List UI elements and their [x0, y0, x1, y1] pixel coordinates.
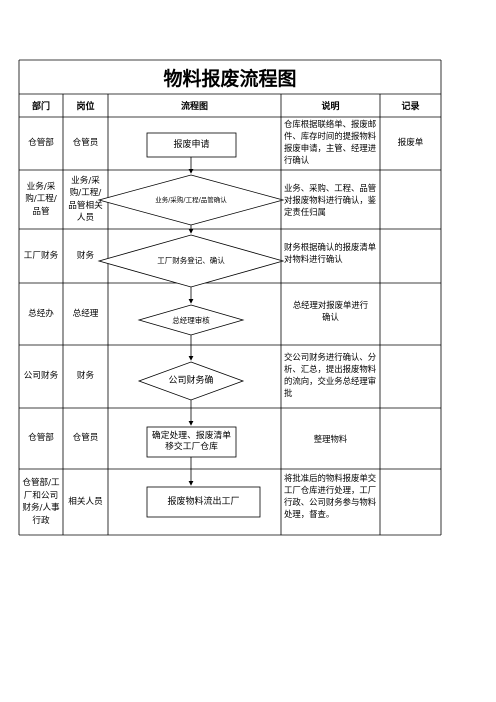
header-post: 岗位: [76, 102, 95, 112]
row-5-dept: 公司财务: [23, 371, 59, 382]
row-1-desc: 仓库根据联络单、报废邮件、库存时间的提报物料报废申请，主管、经理进行确认: [284, 119, 377, 165]
row-6-dept: 仓管部: [28, 433, 54, 444]
flow-step-3-label: 工厂财务登记、确认: [157, 256, 225, 265]
flow-step-5-label: 公司财务确: [168, 375, 214, 386]
row-7-post: 相关人员: [68, 496, 103, 507]
row-2-dept: 业务/采购/工程/品管: [25, 181, 57, 217]
flow-step-4-label: 总经理审核: [172, 315, 210, 325]
flow-step-1-label: 报废申请: [173, 139, 210, 150]
flow-step-6-box: [146, 426, 237, 458]
flow-step-7-box: [146, 486, 261, 518]
page-title: 物料报废流程图: [163, 67, 297, 90]
flow-step-6-label: 确定处理、报废清单移交工厂仓库: [151, 431, 232, 452]
row-4-post: 总经理: [72, 308, 99, 319]
row-3-desc: 财务根据确认的报废清单对物料进行确认: [284, 242, 377, 264]
row-7-desc: 将批准后的物料报废单交工厂仓库进行处理，工厂行政、公司财务参与物料处理，督查。: [284, 473, 377, 519]
row-4-dept: 总经办: [28, 308, 54, 319]
row-4-desc: 总经理对报废单进行确认: [292, 300, 369, 322]
flow-step-2-label: 业务/采购/工程/品管确认: [155, 195, 227, 204]
row-6-post: 仓管员: [72, 433, 99, 444]
row-3-post: 财务: [76, 250, 95, 261]
row-2-post: 业务/采购/工程/品管相关人员: [68, 175, 103, 224]
row-1-post: 仓管员: [72, 138, 99, 149]
header-flow: 流程图: [180, 102, 208, 112]
header-dept: 部门: [31, 102, 50, 112]
row-1-dept: 仓管部: [28, 138, 54, 149]
row-3-dept: 工厂财务: [23, 250, 59, 261]
row-5-post: 财务: [76, 371, 95, 382]
header-record: 记录: [401, 102, 420, 112]
row-7-dept: 仓管部/工厂和公司财务/人事行政: [22, 478, 60, 526]
header-desc: 说明: [321, 102, 340, 112]
flow-step-7-label: 报废物料流出工厂: [167, 496, 240, 507]
flow-step-1-box: [146, 132, 237, 158]
row-2-desc: 业务、采购、工程、品管对报废物料进行确认，鉴定责任归属: [284, 183, 377, 217]
row-6-desc: 整理物料: [313, 433, 348, 444]
row-5-desc: 交公司财务进行确认、分析、汇总，提出报废物料的流向，交业务总经理审批: [284, 352, 377, 398]
row-1-record: 报废单: [397, 138, 424, 149]
